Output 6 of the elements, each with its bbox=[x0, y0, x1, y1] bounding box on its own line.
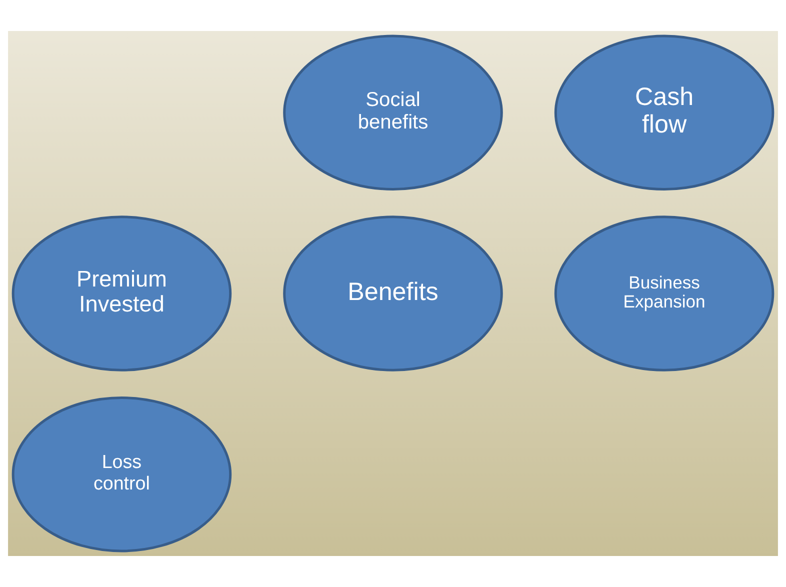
node-ellipse: Loss control bbox=[12, 396, 232, 552]
node-ellipse: Benefits bbox=[283, 216, 503, 372]
node-ellipse: Cash flow bbox=[554, 34, 774, 190]
node-ellipse: Social benefits bbox=[283, 34, 503, 190]
node-ellipse: Premium Invested bbox=[12, 216, 232, 372]
node-ellipse: Business Expansion bbox=[554, 216, 774, 372]
